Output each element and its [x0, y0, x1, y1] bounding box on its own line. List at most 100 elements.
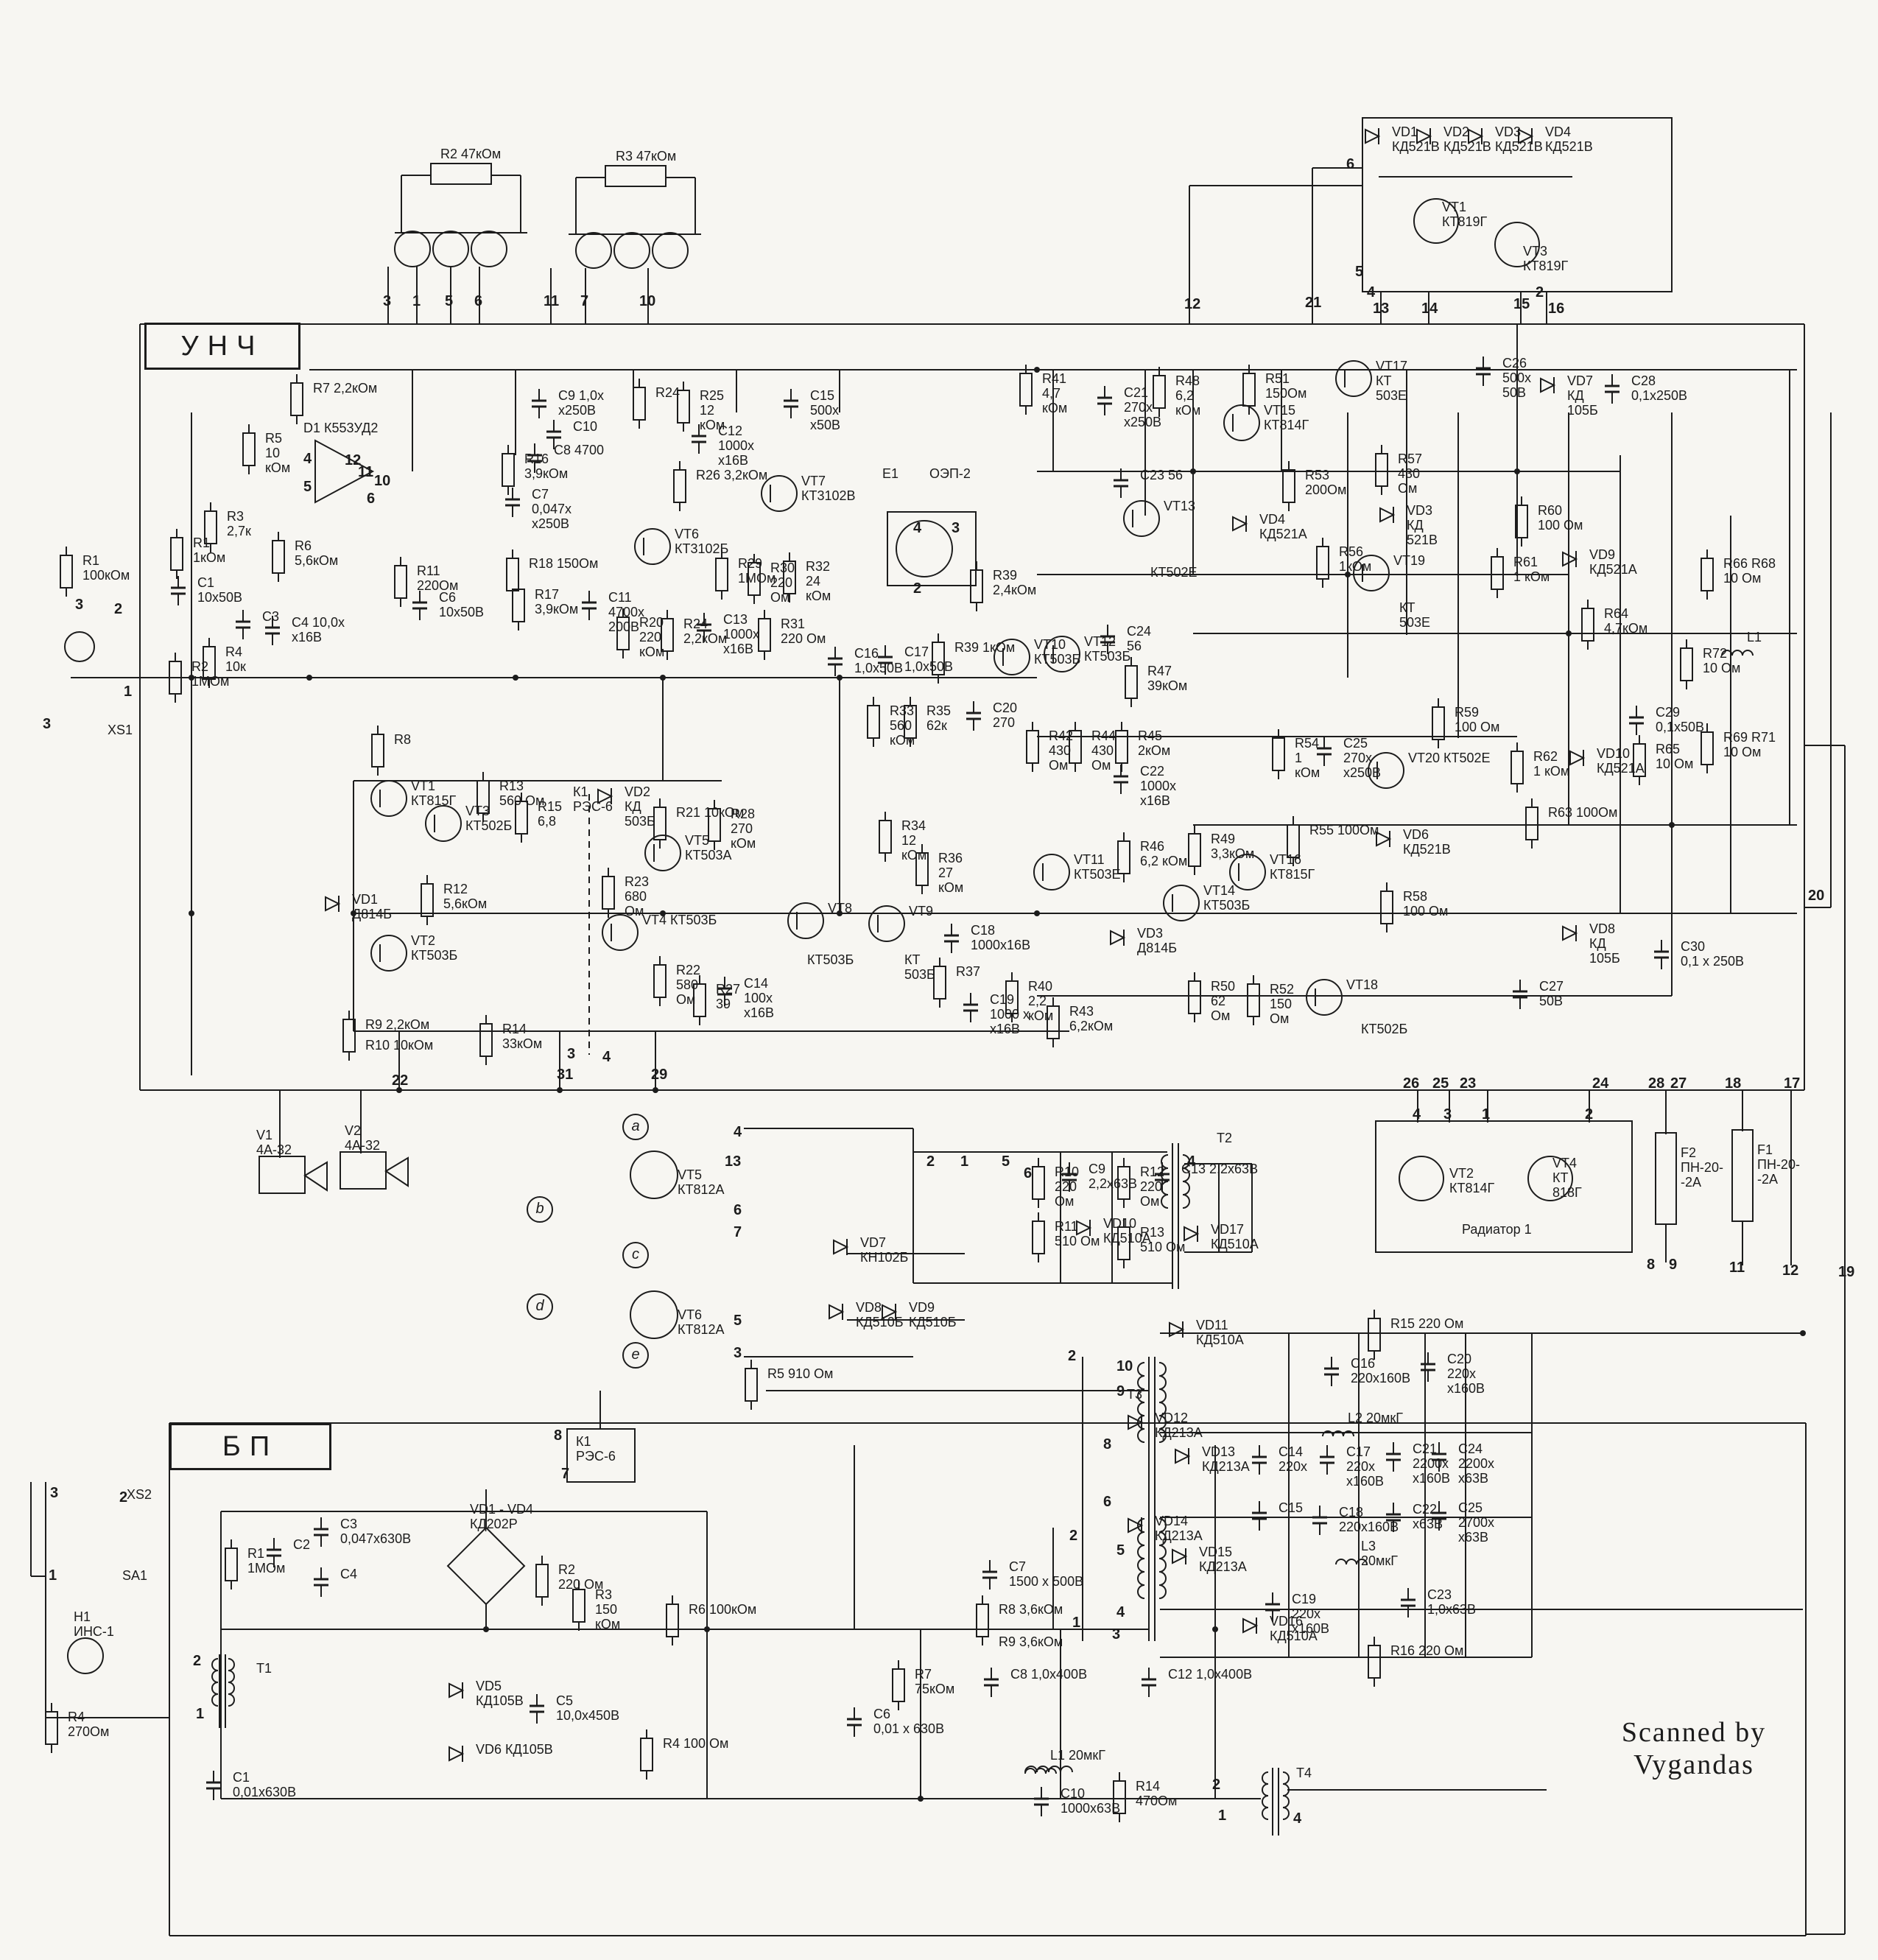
transistor-label: VT6 КТ3102Б: [675, 527, 729, 556]
pin-number: 3: [734, 1345, 742, 1361]
diode-label: VD10 КД521А: [1597, 746, 1645, 776]
pin-number: 4: [1116, 1604, 1125, 1620]
pin-number: 25: [1432, 1075, 1449, 1092]
pin-number: 12: [1782, 1262, 1799, 1279]
component-circle: [652, 232, 689, 269]
component-circle: [575, 232, 612, 269]
pin-number: 11: [544, 293, 560, 309]
component-box: [430, 163, 492, 185]
capacitor-label: C9 2,2х63В: [1089, 1162, 1138, 1191]
junction-dot: [1345, 572, 1351, 577]
component-label: T4: [1296, 1766, 1312, 1780]
resistor-label: R28 270 кОм: [731, 807, 756, 851]
resistor-glyph: [1511, 751, 1524, 784]
capacitor-label: C20 270: [993, 700, 1018, 730]
resistor-label: R42 430 Ом: [1049, 728, 1074, 773]
pin-number: 4: [1367, 284, 1376, 301]
pin-number: 20: [1808, 888, 1825, 904]
capacitor-label: C7 0,047х х250В: [532, 487, 572, 531]
diode-glyph: [1540, 377, 1556, 393]
diode-glyph: [833, 1239, 849, 1255]
resistor-label: R65 10 Ом: [1656, 742, 1694, 771]
transistor-glyph: [1306, 979, 1343, 1016]
diode-glyph: [1518, 128, 1534, 144]
resistor-label: R16 220 Ом: [1390, 1643, 1464, 1658]
component-circle: [64, 631, 95, 662]
resistor-glyph: [170, 537, 183, 571]
component-label: VT3 КТ819Г: [1523, 244, 1569, 273]
capacitor-label: C3 0,047х630В: [340, 1517, 412, 1546]
resistor-glyph: [242, 432, 256, 466]
capacitor-label: C4: [340, 1567, 358, 1581]
resistor-glyph: [502, 453, 515, 487]
diode-label: VD3 Д814Б: [1137, 926, 1178, 955]
resistor-label: R35 62к: [926, 703, 952, 733]
component-label: КТ 503Б: [904, 952, 935, 982]
component-label: КТ502Е: [1150, 565, 1198, 580]
diode-glyph: [1379, 507, 1396, 523]
resistor-label: R6 5,6кОм: [295, 538, 339, 568]
junction-dot: [513, 675, 518, 681]
component-box: [887, 511, 977, 586]
component-circle: [1399, 1156, 1444, 1201]
pin-number: 3: [1443, 1106, 1452, 1123]
junction-dot: [1669, 822, 1675, 828]
inductor-label: L1 20мкГ: [1050, 1748, 1106, 1763]
transistor-glyph: [370, 935, 407, 972]
resistor-label: R30 220 Ом: [770, 561, 795, 605]
component-label: VT6 КТ812А: [678, 1307, 725, 1337]
pin-number: 3: [50, 1485, 59, 1501]
capacitor-label: C8 1,0х400В: [1010, 1667, 1088, 1682]
pin-number: 5: [1355, 264, 1364, 280]
component-box: [605, 165, 667, 187]
diode-label: VD1 Д814Б: [352, 892, 393, 921]
component-label: VT1 КТ819Г: [1442, 200, 1488, 229]
transistor-glyph: [1044, 636, 1080, 672]
component-label: R10 10кОм: [365, 1038, 434, 1053]
pin-number: 3: [567, 1046, 576, 1062]
component-box: [1731, 1129, 1754, 1222]
resistor-glyph: [272, 540, 285, 574]
inductor-glyph: [1322, 1430, 1354, 1437]
diode-glyph: [1468, 128, 1484, 144]
component-label: КТ 503Е: [1399, 600, 1431, 630]
component-label: VD1 - VD4 КД202Р: [470, 1502, 534, 1531]
component-label: К1 РЭС-6: [573, 784, 613, 814]
capacitor-label: C29 0,1х50В: [1656, 705, 1705, 734]
resistor-label: R53 200Ом: [1305, 468, 1347, 497]
junction-dot: [396, 1087, 402, 1093]
resistor-glyph: [1125, 665, 1138, 699]
resistor-label: R54 1 кОм: [1295, 736, 1320, 780]
resistor-label: R37: [956, 964, 981, 979]
resistor-label: R2 220 Ом: [558, 1562, 604, 1592]
resistor-label: R3 150 кОм: [595, 1587, 621, 1631]
pin-number: 1: [1072, 1615, 1081, 1631]
junction-dot: [1034, 367, 1040, 373]
resistor-label: R49 3,3кОм: [1211, 832, 1255, 861]
transistor-label: VT5 КТ503А: [685, 833, 732, 863]
diode-label: VD2 КД521В: [1443, 124, 1491, 154]
component-circle: [613, 232, 650, 269]
schematic-path: [1182, 1154, 1190, 1209]
pin-number: 3: [43, 716, 52, 732]
capacitor-label: C7 1500 х 500В: [1009, 1559, 1084, 1589]
resistor-glyph: [225, 1548, 238, 1581]
capacitor-label: C17 220х х160В: [1346, 1444, 1385, 1489]
pin-number: 6: [1024, 1165, 1033, 1181]
capacitor-label: C22 1000х х16В: [1140, 764, 1177, 808]
diode-glyph: [882, 1304, 898, 1320]
pin-number: 1: [960, 1153, 969, 1170]
pin-number: 2: [926, 1153, 935, 1170]
pin-number: 5: [734, 1313, 742, 1329]
resistor-glyph: [1019, 373, 1033, 407]
schematic-path: [303, 1161, 328, 1192]
junction-dot: [837, 910, 843, 916]
capacitor-label: C20 220х х160В: [1447, 1352, 1485, 1396]
pin-number: 1: [1218, 1808, 1227, 1824]
resistor-glyph: [653, 964, 667, 998]
resistor-label: R47 39кОм: [1147, 664, 1188, 693]
diode-label: VD6 КД521В: [1403, 827, 1451, 857]
pin-number: 21: [1305, 295, 1322, 311]
pin-number: 6: [367, 491, 376, 507]
